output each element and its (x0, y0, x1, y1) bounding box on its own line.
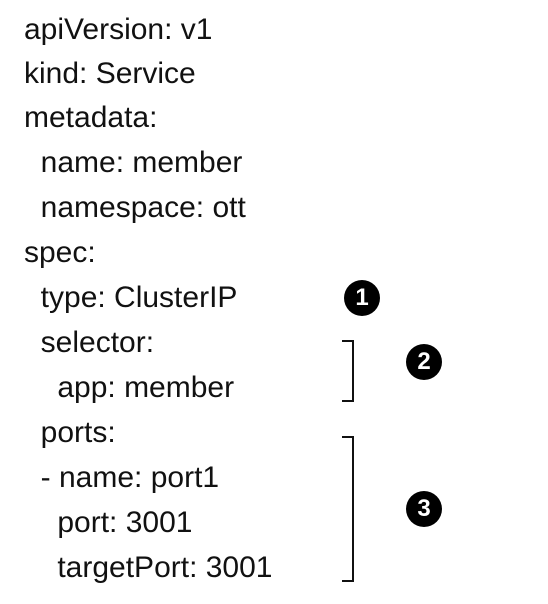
yaml-line: namespace: ott (24, 191, 246, 224)
yaml-line: ports: (24, 416, 116, 449)
selector-bracket (342, 340, 354, 402)
yaml-line: spec: (24, 236, 96, 269)
yaml-line: port: 3001 (24, 506, 193, 539)
annotation-marker-2: 2 (406, 344, 442, 380)
yaml-line: targetPort: 3001 (24, 551, 273, 584)
yaml-line: name: member (24, 146, 243, 179)
yaml-line: app: member (24, 371, 235, 404)
yaml-line: - name: port1 (24, 461, 220, 494)
yaml-line: metadata: (24, 101, 158, 134)
yaml-line: kind: Service (24, 57, 196, 90)
annotation-marker-1: 1 (344, 280, 380, 316)
yaml-line: selector: (24, 326, 155, 359)
yaml-line: type: ClusterIP (24, 281, 238, 314)
annotation-marker-3: 3 (406, 491, 442, 527)
ports-bracket (342, 436, 354, 582)
yaml-line: apiVersion: v1 (24, 13, 213, 46)
